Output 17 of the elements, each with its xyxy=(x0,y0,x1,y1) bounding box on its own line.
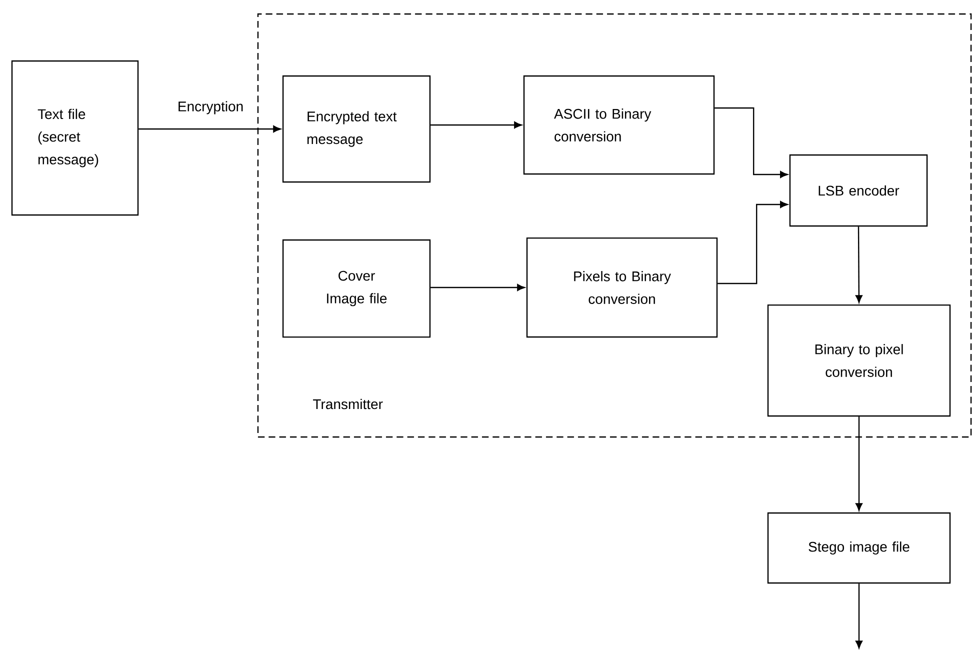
process-box: ASCII to Binary conversion xyxy=(523,75,715,175)
process-box: Stego image file xyxy=(767,512,951,584)
arrow xyxy=(138,126,281,132)
process-box: Cover Image file xyxy=(282,239,431,338)
arrow xyxy=(714,107,788,178)
arrow xyxy=(855,226,862,303)
process-box: Binary to pixel conversion xyxy=(767,304,951,417)
process-box: Encrypted text message xyxy=(282,75,431,183)
process-box: Text file (secret message) xyxy=(11,60,139,216)
arrow xyxy=(430,284,525,291)
process-box: LSB encoder xyxy=(789,154,928,227)
arrow xyxy=(856,584,862,648)
arrow xyxy=(856,416,862,511)
edge-label: Encryption xyxy=(174,98,246,117)
arrow xyxy=(718,201,788,284)
arrow xyxy=(430,122,522,128)
process-box: Pixels to Binary conversion xyxy=(526,237,718,338)
